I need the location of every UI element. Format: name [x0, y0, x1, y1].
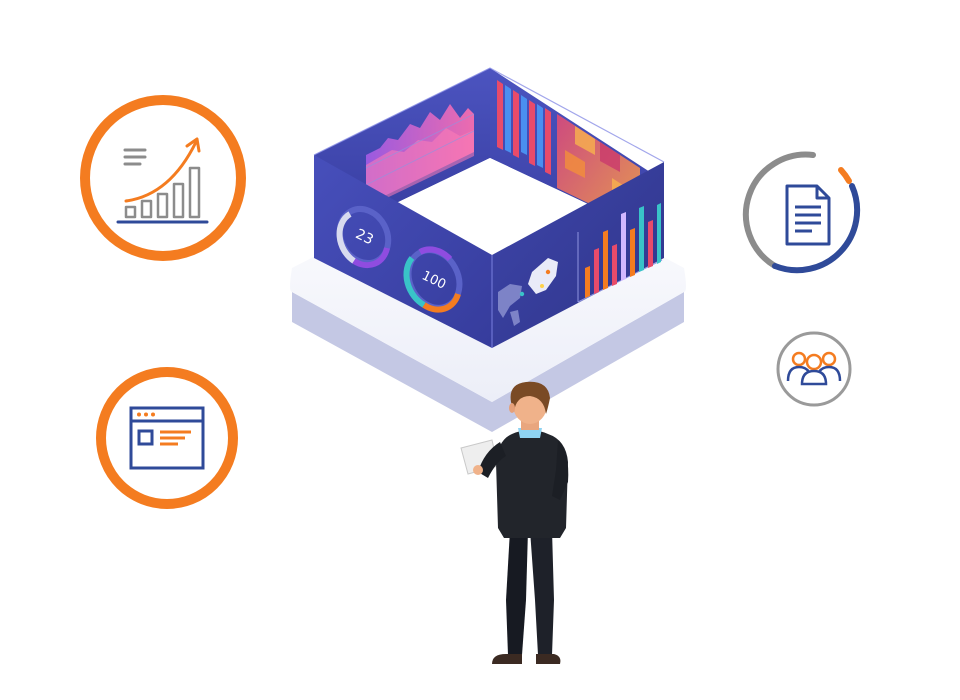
ear [509, 403, 515, 413]
growth-chart-badge [80, 95, 246, 261]
dashboard-box: 23 100 [313, 67, 665, 348]
team-badge [776, 331, 852, 407]
shirt-collar [518, 428, 542, 438]
left-arm [478, 442, 506, 478]
team-icon [786, 351, 842, 386]
document-ring-navy [772, 183, 861, 274]
right-leg [530, 530, 554, 655]
growth-chart-icon [116, 137, 209, 224]
platform-side [292, 292, 684, 432]
right-arm [552, 440, 569, 500]
browser-window-badge [96, 367, 238, 509]
businessman [460, 381, 569, 664]
document-ring-gray [742, 151, 816, 269]
hand [473, 465, 483, 475]
growth-chart-ring [80, 95, 246, 261]
document-badge [742, 151, 861, 274]
right-shoe [536, 654, 561, 664]
document-ring-orange [838, 167, 852, 184]
back-area-chart [365, 104, 475, 208]
left-shoe [492, 654, 522, 664]
browser-window-ring [96, 367, 238, 509]
front-left-panel [314, 155, 492, 348]
jacket [496, 430, 568, 538]
front-bar-chart [577, 203, 663, 303]
document-icon [785, 184, 831, 246]
hair [510, 381, 550, 414]
back-bar-chart [497, 80, 551, 175]
world-map [498, 258, 558, 326]
gauge-left-value: 23 [353, 226, 376, 248]
team-ring [776, 331, 852, 407]
left-leg [506, 530, 528, 655]
gauge-left: 23 [336, 206, 392, 269]
browser-window-icon [129, 406, 205, 470]
